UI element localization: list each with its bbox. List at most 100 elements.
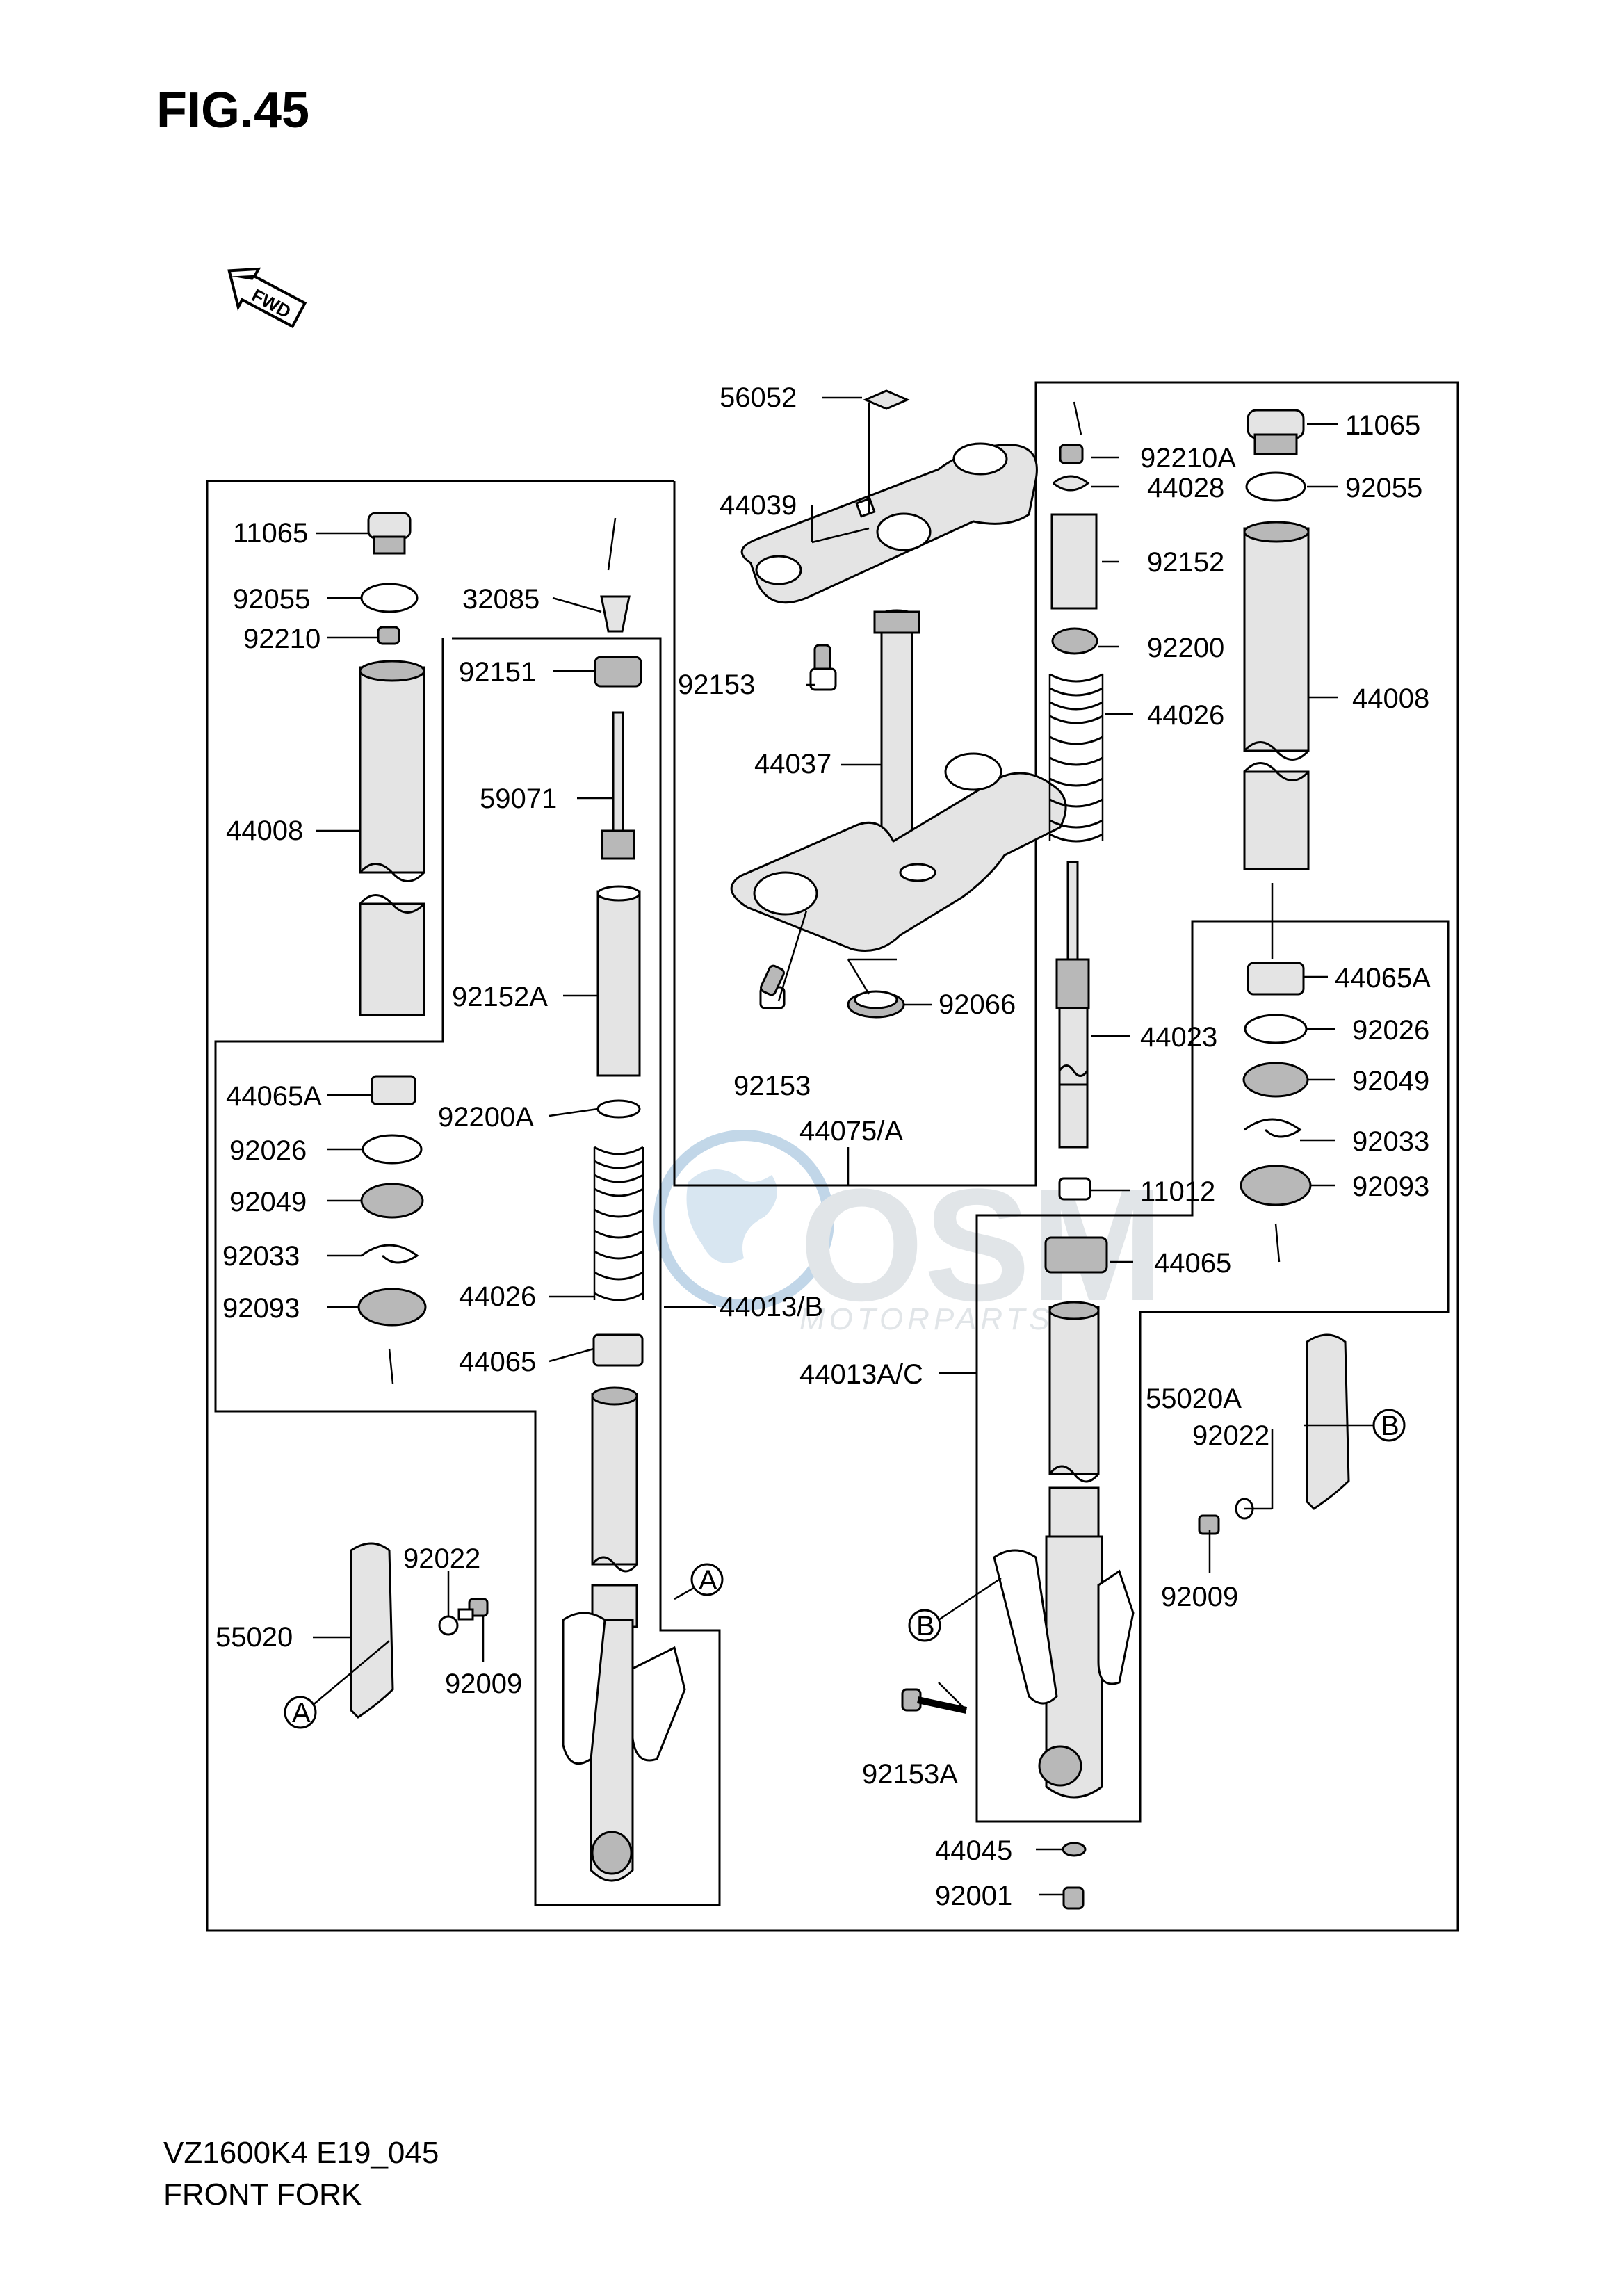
part-labels: 56052 44039 92153 44037 92153 92066 4407… [216,382,1431,1911]
right-92026-washer[interactable] [1244,1014,1308,1044]
svg-text:A: A [292,1698,311,1728]
left-44065-bushing[interactable] [592,1333,644,1367]
label-44039: 44039 [720,490,797,521]
right-92033-clip[interactable] [1244,1118,1302,1138]
left-44008-outer-tube[interactable] [359,660,425,1016]
callout-a-left: A [284,1696,317,1729]
right-92093-dust-seal[interactable] [1240,1165,1312,1206]
left-44026-spring[interactable] [593,1146,644,1301]
label-11065-right: 11065 [1345,410,1420,441]
right-92210a-nut[interactable] [1059,444,1084,464]
left-11065-cap-bolt[interactable] [367,512,412,555]
right-44023-damper-rod[interactable] [1055,861,1090,1149]
label-92049-left: 92049 [229,1187,307,1217]
left-92026-washer[interactable] [362,1134,423,1165]
left-92152a-spacer[interactable] [596,885,641,1077]
label-92049-right: 92049 [1352,1066,1429,1096]
left-92210-nut[interactable] [377,626,400,645]
right-44008-outer-tube[interactable] [1243,521,1310,870]
label-92151: 92151 [459,657,536,688]
right-44065a-bushing[interactable] [1247,962,1305,996]
right-92153a-bolt[interactable] [901,1688,968,1714]
label-44075a: 44075/A [799,1116,903,1146]
watermark-sub: MOTORPARTS [799,1302,1054,1336]
label-44026-right: 44026 [1147,700,1224,731]
label-92022-right: 92022 [1192,1420,1269,1451]
right-11065-cap-bolt[interactable] [1247,409,1305,455]
section-name: FRONT FORK [163,2178,362,2212]
label-92055-left: 92055 [233,584,310,615]
label-92009-right: 92009 [1161,1582,1238,1612]
left-92033-clip[interactable] [361,1244,419,1264]
part-44037-lower-bracket[interactable] [730,752,1067,952]
right-44045-washer[interactable] [1062,1842,1087,1857]
label-92093-right: 92093 [1352,1171,1429,1202]
label-92066: 92066 [939,989,1016,1020]
label-44008-right: 44008 [1352,683,1429,714]
label-44008-left: 44008 [226,816,303,846]
model-code: VZ1600K4 E19_045 [163,2136,439,2170]
label-92026-right: 92026 [1352,1015,1429,1046]
label-92152a: 92152A [452,982,548,1012]
label-59071: 59071 [480,784,557,814]
globe-icon [653,1130,834,1311]
right-92001-bolt[interactable] [1062,1886,1085,1910]
label-92026-left: 92026 [229,1135,307,1166]
label-92153a: 92153A [862,1759,958,1790]
left-92049-oil-seal[interactable] [360,1183,424,1219]
left-92200a-washer[interactable] [596,1099,641,1119]
left-92022-washer[interactable] [438,1615,459,1636]
right-92049-oil-seal[interactable] [1242,1062,1309,1098]
right-44065-bushing[interactable] [1044,1236,1108,1274]
left-92151-cap[interactable] [594,656,642,688]
label-44013ac: 44013A/C [799,1359,923,1390]
right-44026-spring[interactable] [1048,673,1104,843]
left-55020-fork-guard[interactable] [350,1542,394,1719]
left-32085-cap[interactable] [600,595,631,633]
label-32085: 32085 [462,584,539,615]
group-frames [206,381,1459,1932]
left-92009-bolt[interactable] [457,1598,489,1621]
part-92153-lower-bolt[interactable] [759,964,786,1009]
right-44028-collet[interactable] [1053,475,1090,492]
part-92066-seal[interactable] [847,990,905,1019]
label-92001: 92001 [935,1881,1012,1911]
svg-text:B: B [916,1611,935,1641]
part-56052-plate[interactable] [863,389,910,410]
label-44023: 44023 [1140,1022,1217,1053]
left-fork-slider[interactable] [562,1612,686,1882]
part-92153-upper-bolt[interactable] [809,644,837,691]
label-44026-left: 44026 [459,1281,536,1312]
right-fork-slider[interactable] [993,1535,1135,1799]
fwd-arrow-icon: FWD [227,267,307,329]
label-92200: 92200 [1147,633,1224,663]
label-56052: 56052 [720,382,797,413]
right-92200-washer[interactable] [1051,627,1098,655]
left-92093-dust-seal[interactable] [357,1288,427,1327]
part-44037-steering-stem[interactable] [873,609,920,857]
left-92055-o-ring[interactable] [360,583,419,613]
right-11012-piece[interactable] [1058,1177,1091,1201]
label-92153-top: 92153 [678,670,755,700]
right-92055-o-ring[interactable] [1245,471,1306,502]
label-55020a: 55020A [1146,1384,1242,1414]
right-44013ac-inner-tube[interactable] [1048,1301,1100,1545]
label-92153-bottom: 92153 [733,1071,811,1101]
label-92152: 92152 [1147,547,1224,578]
label-44065-right: 44065 [1154,1248,1231,1279]
callout-b-mid: B [908,1609,941,1642]
label-11065-left: 11065 [233,518,308,549]
right-55020a-fork-guard[interactable] [1306,1333,1350,1510]
left-44065a-bushing[interactable] [371,1075,416,1105]
svg-text:A: A [699,1565,717,1596]
part-44039-upper-bracket[interactable] [740,442,1038,604]
label-44013b: 44013/B [720,1292,823,1322]
callout-a-mid: A [690,1563,724,1596]
left-44013b-inner-tube[interactable] [591,1386,638,1628]
label-92210: 92210 [243,624,320,654]
callout-b-right: B [1372,1409,1406,1442]
right-92152-spacer[interactable] [1050,513,1098,610]
label-55020: 55020 [216,1622,293,1653]
label-92200a: 92200A [438,1102,534,1133]
left-59071-damper-rod[interactable] [601,711,635,860]
